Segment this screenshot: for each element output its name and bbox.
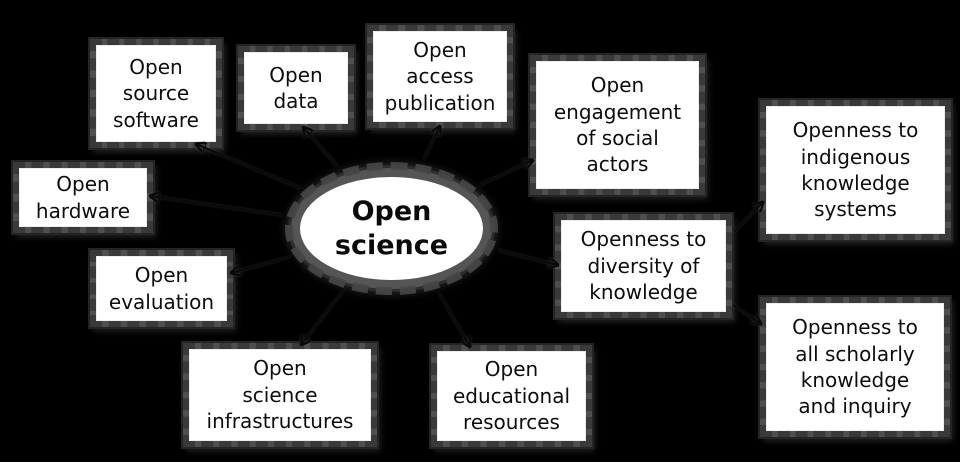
edge-openness-diversity-to-openness-indigenous	[733, 202, 763, 233]
edge-open-science-to-open-science-infrastructures	[301, 290, 344, 345]
node-openness-to-all-scholarly-knowledge-and-inquiry: Openness to all scholarly knowledge and …	[760, 297, 950, 437]
node-label: Open access publication	[384, 37, 496, 115]
node-label: Open science infrastructures	[206, 356, 354, 434]
node-label: Openness to diversity of knowledge	[580, 227, 707, 305]
node-open-source-software: Open source software	[90, 39, 222, 148]
node-open-access-publication: Open access publication	[367, 25, 513, 128]
node-open-evaluation: Open evaluation	[90, 250, 233, 327]
node-open-data: Open data	[238, 46, 354, 130]
edge-open-science-to-open-engagement	[479, 160, 533, 186]
center-node-label: Open science	[334, 195, 449, 261]
node-openness-to-indigenous-knowledge-systems: Openness to indigenous knowledge systems	[760, 100, 951, 240]
node-label: Open source software	[113, 54, 199, 132]
node-label: Open engagement of social actors	[553, 73, 682, 177]
edge-open-science-to-open-source-software	[196, 144, 301, 190]
edge-open-science-to-open-access-publication	[423, 126, 440, 160]
edge-open-science-to-open-educational-resources	[438, 292, 470, 347]
node-open-engagement-of-social-actors: Open engagement of social actors	[530, 55, 705, 195]
node-open-hardware: Open hardware	[13, 162, 153, 233]
edge-openness-diversity-to-openness-all-scholarly	[732, 304, 761, 324]
edge-open-science-to-open-data	[303, 127, 338, 167]
node-open-science-infrastructures: Open science infrastructures	[183, 343, 377, 447]
node-label: Open educational resources	[452, 357, 571, 435]
node-label: Open data	[269, 62, 323, 113]
node-open-educational-resources: Open educational resources	[431, 345, 592, 447]
node-label: Openness to indigenous knowledge systems	[792, 118, 919, 222]
edge-open-science-to-open-hardware	[150, 196, 283, 217]
node-openness-to-diversity-of-knowledge: Openness to diversity of knowledge	[555, 214, 732, 318]
node-label: Openness to all scholarly knowledge and …	[792, 315, 918, 419]
edge-open-science-to-open-evaluation	[231, 255, 291, 273]
edge-open-science-to-openness-diversity	[497, 248, 558, 265]
node-label: Open evaluation	[108, 263, 215, 314]
node-label: Open hardware	[35, 172, 131, 223]
center-node-open-science: Open science	[285, 162, 498, 295]
